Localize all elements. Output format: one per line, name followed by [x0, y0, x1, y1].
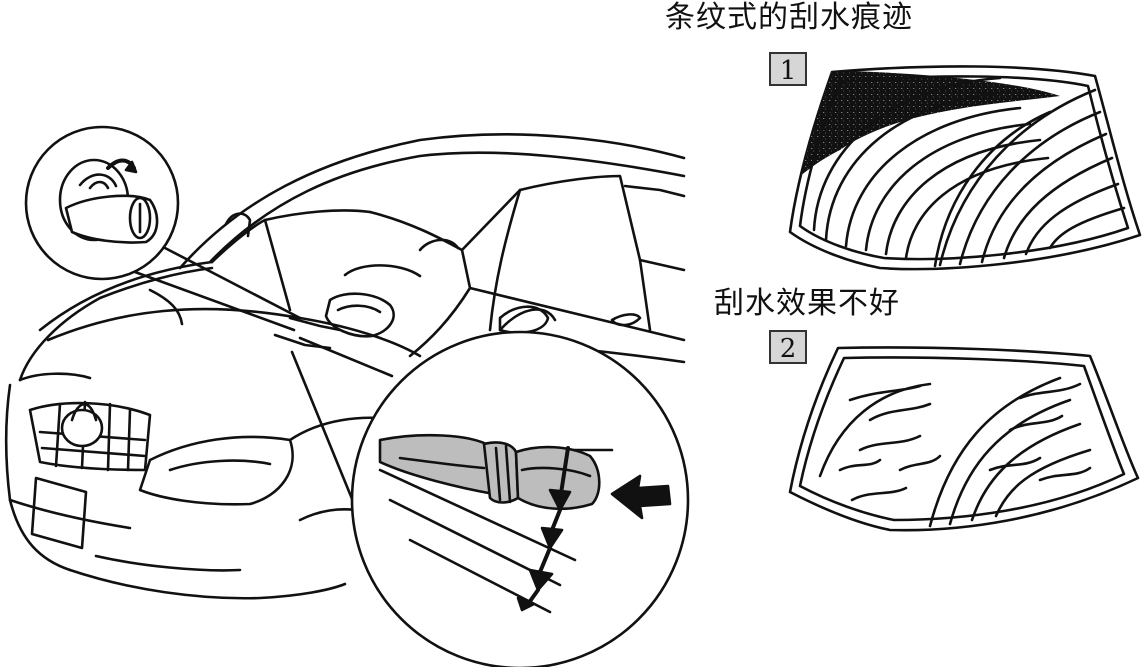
windshield-streak-illustration	[788, 65, 1142, 271]
badge-number-2: 2	[769, 330, 807, 364]
streak-caption: 条纹式的刮水痕迹	[665, 0, 913, 35]
push-arrow-icon	[610, 474, 672, 520]
rotate-arrow-icon	[106, 158, 138, 174]
nozzle-detail-callout	[290, 330, 690, 667]
rotation-detail-callout	[24, 125, 302, 332]
badge-number-1: 1	[769, 52, 807, 86]
adjust-arrow-icon	[516, 446, 572, 612]
windshield-poor-wiping-illustration	[788, 346, 1140, 532]
poor-wiping-caption: 刮水效果不好	[714, 286, 900, 321]
